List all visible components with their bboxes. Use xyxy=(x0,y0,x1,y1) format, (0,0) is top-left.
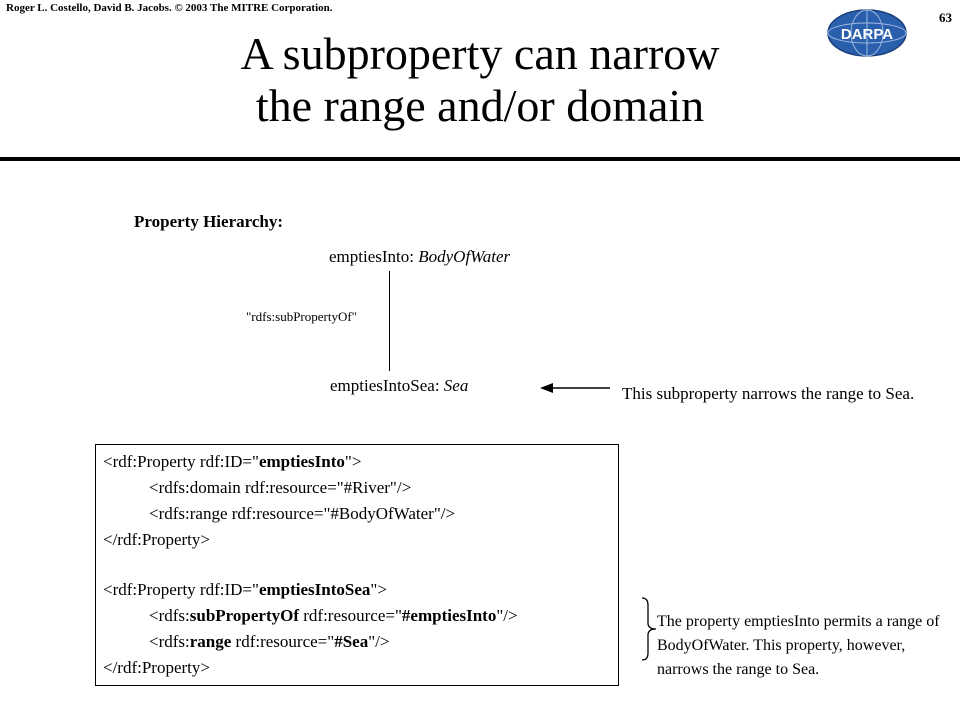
node-range: BodyOfWater xyxy=(418,247,511,266)
code-line-8: </rdf:Property> xyxy=(103,658,210,677)
node-separator: : xyxy=(434,376,444,395)
node-range: Sea xyxy=(443,376,469,395)
title-line-2: the range and/or domain xyxy=(255,80,705,131)
range-note: This subproperty narrows the range to Se… xyxy=(622,384,915,403)
brace-icon xyxy=(641,597,657,661)
darpa-logo: DARPA xyxy=(827,9,907,57)
code-line-2: <rdfs:domain rdf:resource="#River"/> xyxy=(149,478,412,497)
node-property: emptiesIntoSea xyxy=(330,376,435,395)
hierarchy-node-emptiesintosea: emptiesIntoSea: Sea xyxy=(330,376,468,396)
hierarchy-heading: Property Hierarchy: xyxy=(134,212,284,231)
code-line-1: <rdf:Property rdf:ID="emptiesInto"> xyxy=(103,452,362,471)
node-property: emptiesInto xyxy=(329,247,410,266)
page-number: 63 xyxy=(939,10,952,25)
property-note: The property emptiesInto permits a range… xyxy=(657,613,940,678)
code-blank-line xyxy=(103,553,618,577)
hierarchy-node-emptiesinto: emptiesInto: BodyOfWater xyxy=(329,247,510,267)
subproperty-edge-label: "rdfs:subPropertyOf" xyxy=(246,309,357,324)
code-line-3: <rdfs:range rdf:resource="#BodyOfWater"/… xyxy=(149,504,456,523)
left-arrow-icon xyxy=(540,383,610,393)
slide-title: A subproperty can narrow the range and/o… xyxy=(0,28,960,132)
code-line-7: <rdfs:range rdf:resource="#Sea"/> xyxy=(149,632,390,651)
code-line-6: <rdfs:subPropertyOf rdf:resource="#empti… xyxy=(149,606,518,625)
node-separator: : xyxy=(409,247,419,266)
rdf-code-box: <rdf:Property rdf:ID="emptiesInto"> <rdf… xyxy=(95,444,619,686)
code-line-4: </rdf:Property> xyxy=(103,530,210,549)
code-line-5: <rdf:Property rdf:ID="emptiesIntoSea"> xyxy=(103,580,387,599)
copyright-notice: Roger L. Costello, David B. Jacobs. © 20… xyxy=(6,2,333,14)
title-line-1: A subproperty can narrow xyxy=(240,28,720,79)
title-divider xyxy=(0,157,960,161)
subproperty-edge xyxy=(389,271,390,371)
logo-text: DARPA xyxy=(841,26,893,43)
